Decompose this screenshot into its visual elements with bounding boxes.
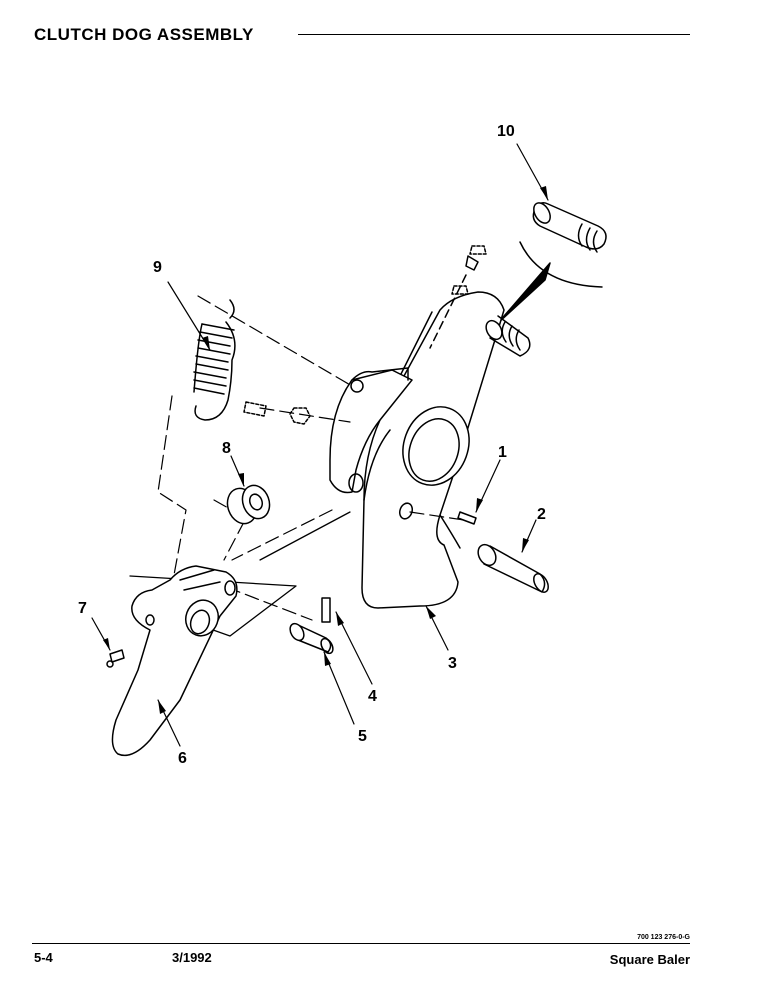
top-bolt	[429, 245, 487, 349]
callout-6: 6	[178, 750, 187, 767]
part-1-setscrew	[457, 511, 477, 525]
callout-1: 1	[498, 444, 507, 461]
product-name: Square Baler	[609, 952, 690, 967]
document-number: 700 123 276-0-G	[637, 934, 690, 941]
title-rule	[298, 34, 690, 35]
revision-date: 3/1992	[172, 950, 212, 965]
callout-4: 4	[368, 688, 377, 705]
part-2-pin	[477, 543, 549, 593]
part-5-pin	[289, 622, 334, 655]
middle-bolt	[243, 401, 311, 425]
callout-3: 3	[448, 655, 457, 672]
callout-2: 2	[537, 506, 546, 523]
callout-7: 7	[78, 600, 87, 617]
leader-arrowheads	[103, 186, 548, 714]
callout-10: 10	[497, 123, 515, 140]
page-number: 5-4	[34, 950, 53, 965]
dashed-leaders	[157, 295, 465, 641]
footer-rule	[32, 943, 690, 944]
part-4-rollpin	[321, 597, 331, 623]
callout-8: 8	[222, 440, 231, 457]
page-title: CLUTCH DOG ASSEMBLY	[34, 25, 254, 44]
part-9-spring	[193, 299, 236, 421]
callout-5: 5	[358, 728, 367, 745]
part-6-lever	[111, 565, 238, 757]
callout-9: 9	[153, 259, 162, 276]
part-3-arm	[329, 291, 531, 609]
part-10-pin	[532, 202, 607, 253]
detail-bubble	[497, 241, 603, 324]
part-7-grease-fitting	[106, 649, 125, 668]
part-8-bearing	[226, 484, 271, 525]
